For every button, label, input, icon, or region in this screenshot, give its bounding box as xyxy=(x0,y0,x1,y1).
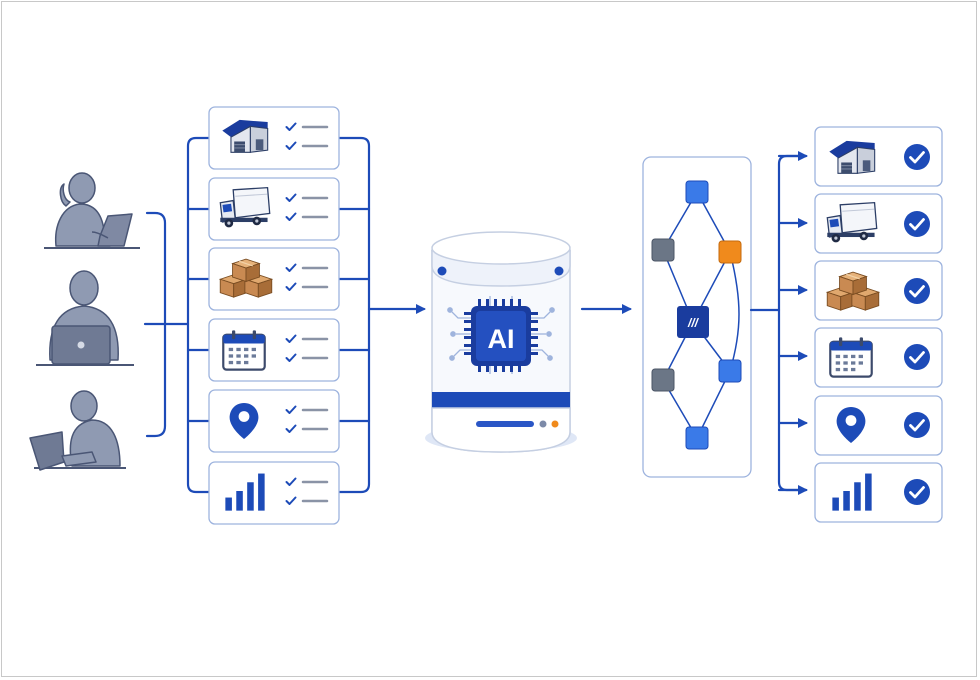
output-card-truck xyxy=(814,193,943,254)
task-card-warehouse xyxy=(208,106,340,170)
output-list xyxy=(814,126,943,523)
check-circle-icon xyxy=(902,342,932,372)
user-laptop xyxy=(36,270,134,366)
check-circle-icon xyxy=(902,410,932,440)
check-circle-icon xyxy=(902,276,932,306)
output-card-chart xyxy=(814,462,943,523)
person-with-laptop-icon xyxy=(36,270,134,366)
task-card-boxes xyxy=(208,247,340,311)
user-typing xyxy=(29,390,126,471)
user-connectors xyxy=(143,136,211,494)
check-circle-icon xyxy=(902,209,932,239)
output-connectors xyxy=(749,151,808,495)
ai-server: AI xyxy=(425,231,577,453)
ai-chip-label: AI xyxy=(488,324,515,354)
network-graph-icon xyxy=(651,180,742,450)
user-tablet xyxy=(44,172,140,249)
task-card-location xyxy=(208,389,340,453)
network-panel: /// xyxy=(642,156,752,478)
person-with-tablet-icon xyxy=(44,172,140,249)
check-circle-icon xyxy=(902,477,932,507)
output-card-calendar xyxy=(814,327,943,388)
task-card-calendar xyxy=(208,318,340,382)
network-center-label: /// xyxy=(687,316,700,330)
person-typing-laptop-icon xyxy=(29,390,126,471)
task-connectors xyxy=(337,136,426,494)
calendar-icon xyxy=(222,329,266,371)
output-card-warehouse xyxy=(814,126,943,187)
task-card-truck xyxy=(208,177,340,241)
task-card-chart xyxy=(208,461,340,525)
ai-server-icon xyxy=(425,231,577,453)
output-card-boxes xyxy=(814,260,943,321)
check-circle-icon xyxy=(902,142,932,172)
input-task-list xyxy=(208,106,340,525)
calendar-icon xyxy=(829,336,873,378)
output-card-location xyxy=(814,395,943,456)
